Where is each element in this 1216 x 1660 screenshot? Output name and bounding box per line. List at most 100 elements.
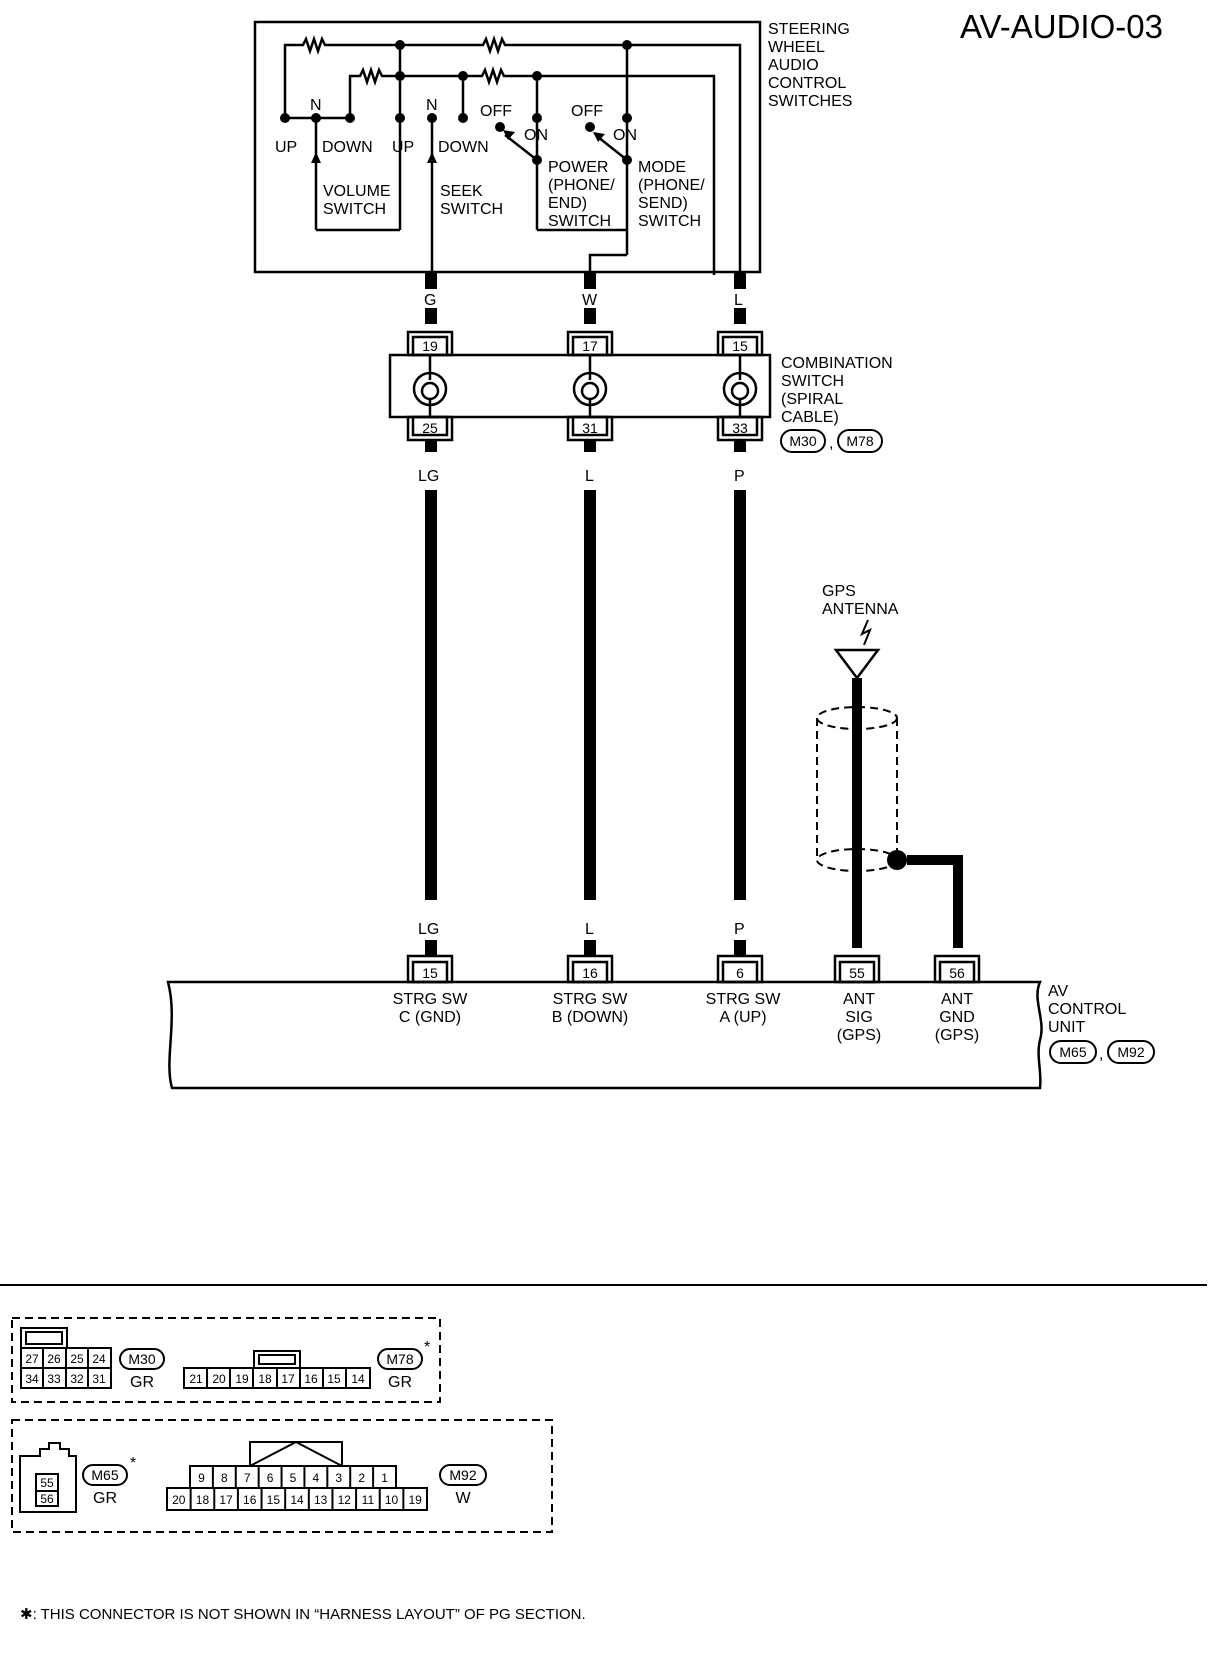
svg-text:SWITCH: SWITCH (781, 373, 844, 390)
connector-m78-pins: 21 20 19 18 17 16 15 14 (189, 1372, 365, 1386)
seek-switch: N UP DOWN SEEK SWITCH (392, 97, 503, 218)
svg-text:32: 32 (70, 1372, 84, 1386)
connector-views-row1: 27 26 25 24 34 33 32 31 M30 GR 21 20 19 … (11, 1317, 441, 1403)
spiral-pin-31: 31 (582, 420, 598, 436)
spiral-pin-19: 19 (422, 338, 438, 354)
svg-text:M30: M30 (128, 1351, 155, 1367)
svg-text:31: 31 (92, 1372, 106, 1386)
spiral-pin-33: 33 (732, 420, 748, 436)
svg-text:SWITCH: SWITCH (440, 201, 503, 218)
svg-text:CONTROL: CONTROL (768, 75, 846, 92)
svg-text:(GPS): (GPS) (935, 1027, 979, 1044)
volume-switch: N UP DOWN VOLUME SWITCH (275, 97, 391, 218)
spiral-pin-17: 17 (582, 338, 598, 354)
svg-text:ANTENNA: ANTENNA (822, 601, 899, 618)
svg-text:B (DOWN): B (DOWN) (552, 1009, 628, 1026)
wire-color-lg-bottom: LG (418, 921, 439, 938)
svg-text:(PHONE/: (PHONE/ (638, 177, 705, 194)
connector-m92-pin: 18 (196, 1493, 210, 1507)
svg-text:GR: GR (388, 1374, 412, 1391)
wire-color-w: W (582, 292, 598, 309)
svg-text:(PHONE/: (PHONE/ (548, 177, 615, 194)
svg-text:COMBINATION: COMBINATION (781, 355, 893, 372)
svg-text:UP: UP (275, 139, 297, 156)
wire-color-l-bottom: L (585, 921, 594, 938)
svg-text:N: N (310, 97, 322, 114)
connector-m92-pin: 8 (221, 1471, 228, 1485)
gps-antenna: GPS ANTENNA (816, 583, 963, 948)
switch-junctions (280, 40, 632, 165)
svg-text:AUDIO: AUDIO (768, 57, 819, 74)
svg-text:UNIT: UNIT (1048, 1019, 1086, 1036)
connector-m92 (166, 1440, 428, 1511)
wire-color-p-bottom: P (734, 921, 745, 938)
spiral-cable (388, 330, 772, 442)
middle-wires (425, 440, 746, 956)
svg-text:STRG SW: STRG SW (706, 991, 782, 1008)
av-pin-6: 6 (736, 965, 744, 981)
svg-text:(GPS): (GPS) (837, 1027, 881, 1044)
connector-m92-pin: 1 (381, 1471, 388, 1485)
svg-text:STEERING: STEERING (768, 21, 850, 38)
svg-text:18: 18 (258, 1372, 272, 1386)
connector-m78 (183, 1350, 371, 1389)
svg-text:WHEEL: WHEEL (768, 39, 825, 56)
svg-text:MODE: MODE (638, 159, 686, 176)
svg-text:DOWN: DOWN (322, 139, 373, 156)
connector-m92-pin: 12 (338, 1493, 352, 1507)
connector-m92-pin: 6 (267, 1471, 274, 1485)
svg-text:POWER: POWER (548, 159, 608, 176)
svg-text:M92: M92 (449, 1467, 476, 1483)
svg-text:27: 27 (25, 1352, 39, 1366)
connector-m92-pin: 10 (385, 1493, 399, 1507)
connector-m65-pin-55: 55 (40, 1476, 54, 1490)
diagram-id: AV-AUDIO-03 (960, 8, 1163, 45)
power-switch: OFF ON POWER (PHONE/ END) SWITCH (480, 103, 615, 230)
wire-color-lg-top: LG (418, 468, 439, 485)
svg-text:SWITCH: SWITCH (548, 213, 611, 230)
connector-m92-pin: 5 (290, 1471, 297, 1485)
svg-text:34: 34 (25, 1372, 39, 1386)
connector-m92-pin: 3 (335, 1471, 342, 1485)
svg-text:GPS: GPS (822, 583, 856, 600)
svg-text:DOWN: DOWN (438, 139, 489, 156)
svg-text:SWITCH: SWITCH (323, 201, 386, 218)
svg-text:SEEK: SEEK (440, 183, 483, 200)
svg-text:SEND): SEND) (638, 195, 688, 212)
svg-text:CABLE): CABLE) (781, 409, 839, 426)
upper-wire-stubs (425, 273, 746, 324)
wire-color-g: G (424, 292, 436, 309)
svg-text:,: , (1099, 1046, 1103, 1063)
svg-text:UP: UP (392, 139, 414, 156)
svg-text:STRG SW: STRG SW (553, 991, 629, 1008)
svg-text:OFF: OFF (571, 103, 603, 120)
connector-m92-pin: 4 (313, 1471, 320, 1485)
svg-text:STRG SW: STRG SW (393, 991, 469, 1008)
spiral-pin-25: 25 (422, 420, 438, 436)
svg-text:26: 26 (47, 1352, 61, 1366)
svg-text:20: 20 (212, 1372, 226, 1386)
svg-text:*: * (424, 1339, 430, 1356)
wire-color-l-top: L (585, 468, 594, 485)
svg-text:GR: GR (130, 1374, 154, 1391)
svg-text:SIG: SIG (845, 1009, 873, 1026)
connector-m92-pin: 9 (198, 1471, 205, 1485)
svg-text:ANT: ANT (843, 991, 875, 1008)
av-pin-16: 16 (582, 965, 598, 981)
av-pin-55: 55 (849, 965, 865, 981)
svg-text:19: 19 (235, 1372, 249, 1386)
av-pin-15: 15 (422, 965, 438, 981)
svg-text:M65: M65 (91, 1467, 118, 1483)
connector-m65-pin-56: 56 (40, 1492, 54, 1506)
connector-m92-pin: 16 (243, 1493, 257, 1507)
wire-color-l: L (734, 292, 743, 309)
connector-m30 (20, 1327, 112, 1389)
svg-text:16: 16 (304, 1372, 318, 1386)
svg-text:A (UP): A (UP) (719, 1009, 766, 1026)
svg-text:24: 24 (92, 1352, 106, 1366)
connector-m92-pin: 2 (358, 1471, 365, 1485)
connector-m92-pin: 14 (290, 1493, 304, 1507)
